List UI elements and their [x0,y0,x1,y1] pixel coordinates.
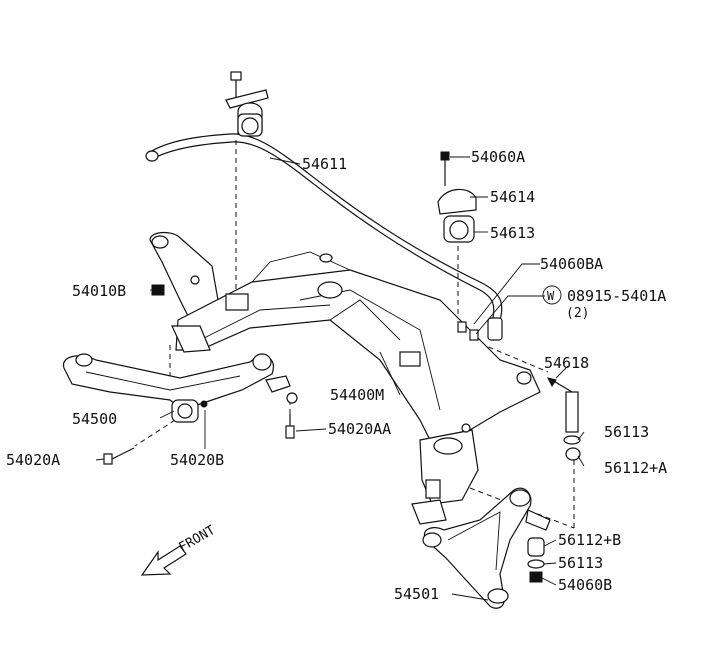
label-front: FRONT [177,523,219,556]
label-54500: 54500 [72,410,117,428]
left-lower-link [62,353,291,423]
label-quantity: (2) [566,306,589,321]
label-54060b: 54060B [558,576,612,594]
part-labels: 54611 54060A 54614 54613 54060BA 54010B … [6,148,667,603]
label-08915-5401a: 08915-5401A [567,287,666,305]
label-54501: 54501 [394,585,439,603]
front-arrow [140,545,187,576]
label-54611: 54611 [302,155,347,173]
label-54400m: 54400M [330,386,384,404]
label-54020aa: 54020AA [328,420,391,438]
label-54618: 54618 [544,354,589,372]
label-54020a: 54020A [6,451,60,469]
label-54020b: 54020B [170,451,224,469]
label-56113-bottom: 56113 [558,554,603,572]
label-54613: 54613 [490,224,535,242]
stabilizer-bar [145,133,503,341]
label-54614: 54614 [490,188,535,206]
label-56112b: 56112+B [558,531,621,549]
left-stabilizer-bushing [225,71,269,137]
subframe [149,231,541,525]
label-56113-top: 56113 [604,423,649,441]
label-54060a: 54060A [471,148,525,166]
w-symbol: W [547,289,555,303]
leader-lines [95,156,585,601]
label-54060ba: 54060BA [540,255,603,273]
bolts [103,284,581,465]
label-56112a: 56112+A [604,459,667,477]
label-54010b: 54010B [72,282,126,300]
w-symbol-circle [542,285,562,305]
right-stabilizer-bushing [437,151,477,243]
right-lower-link [422,487,551,609]
